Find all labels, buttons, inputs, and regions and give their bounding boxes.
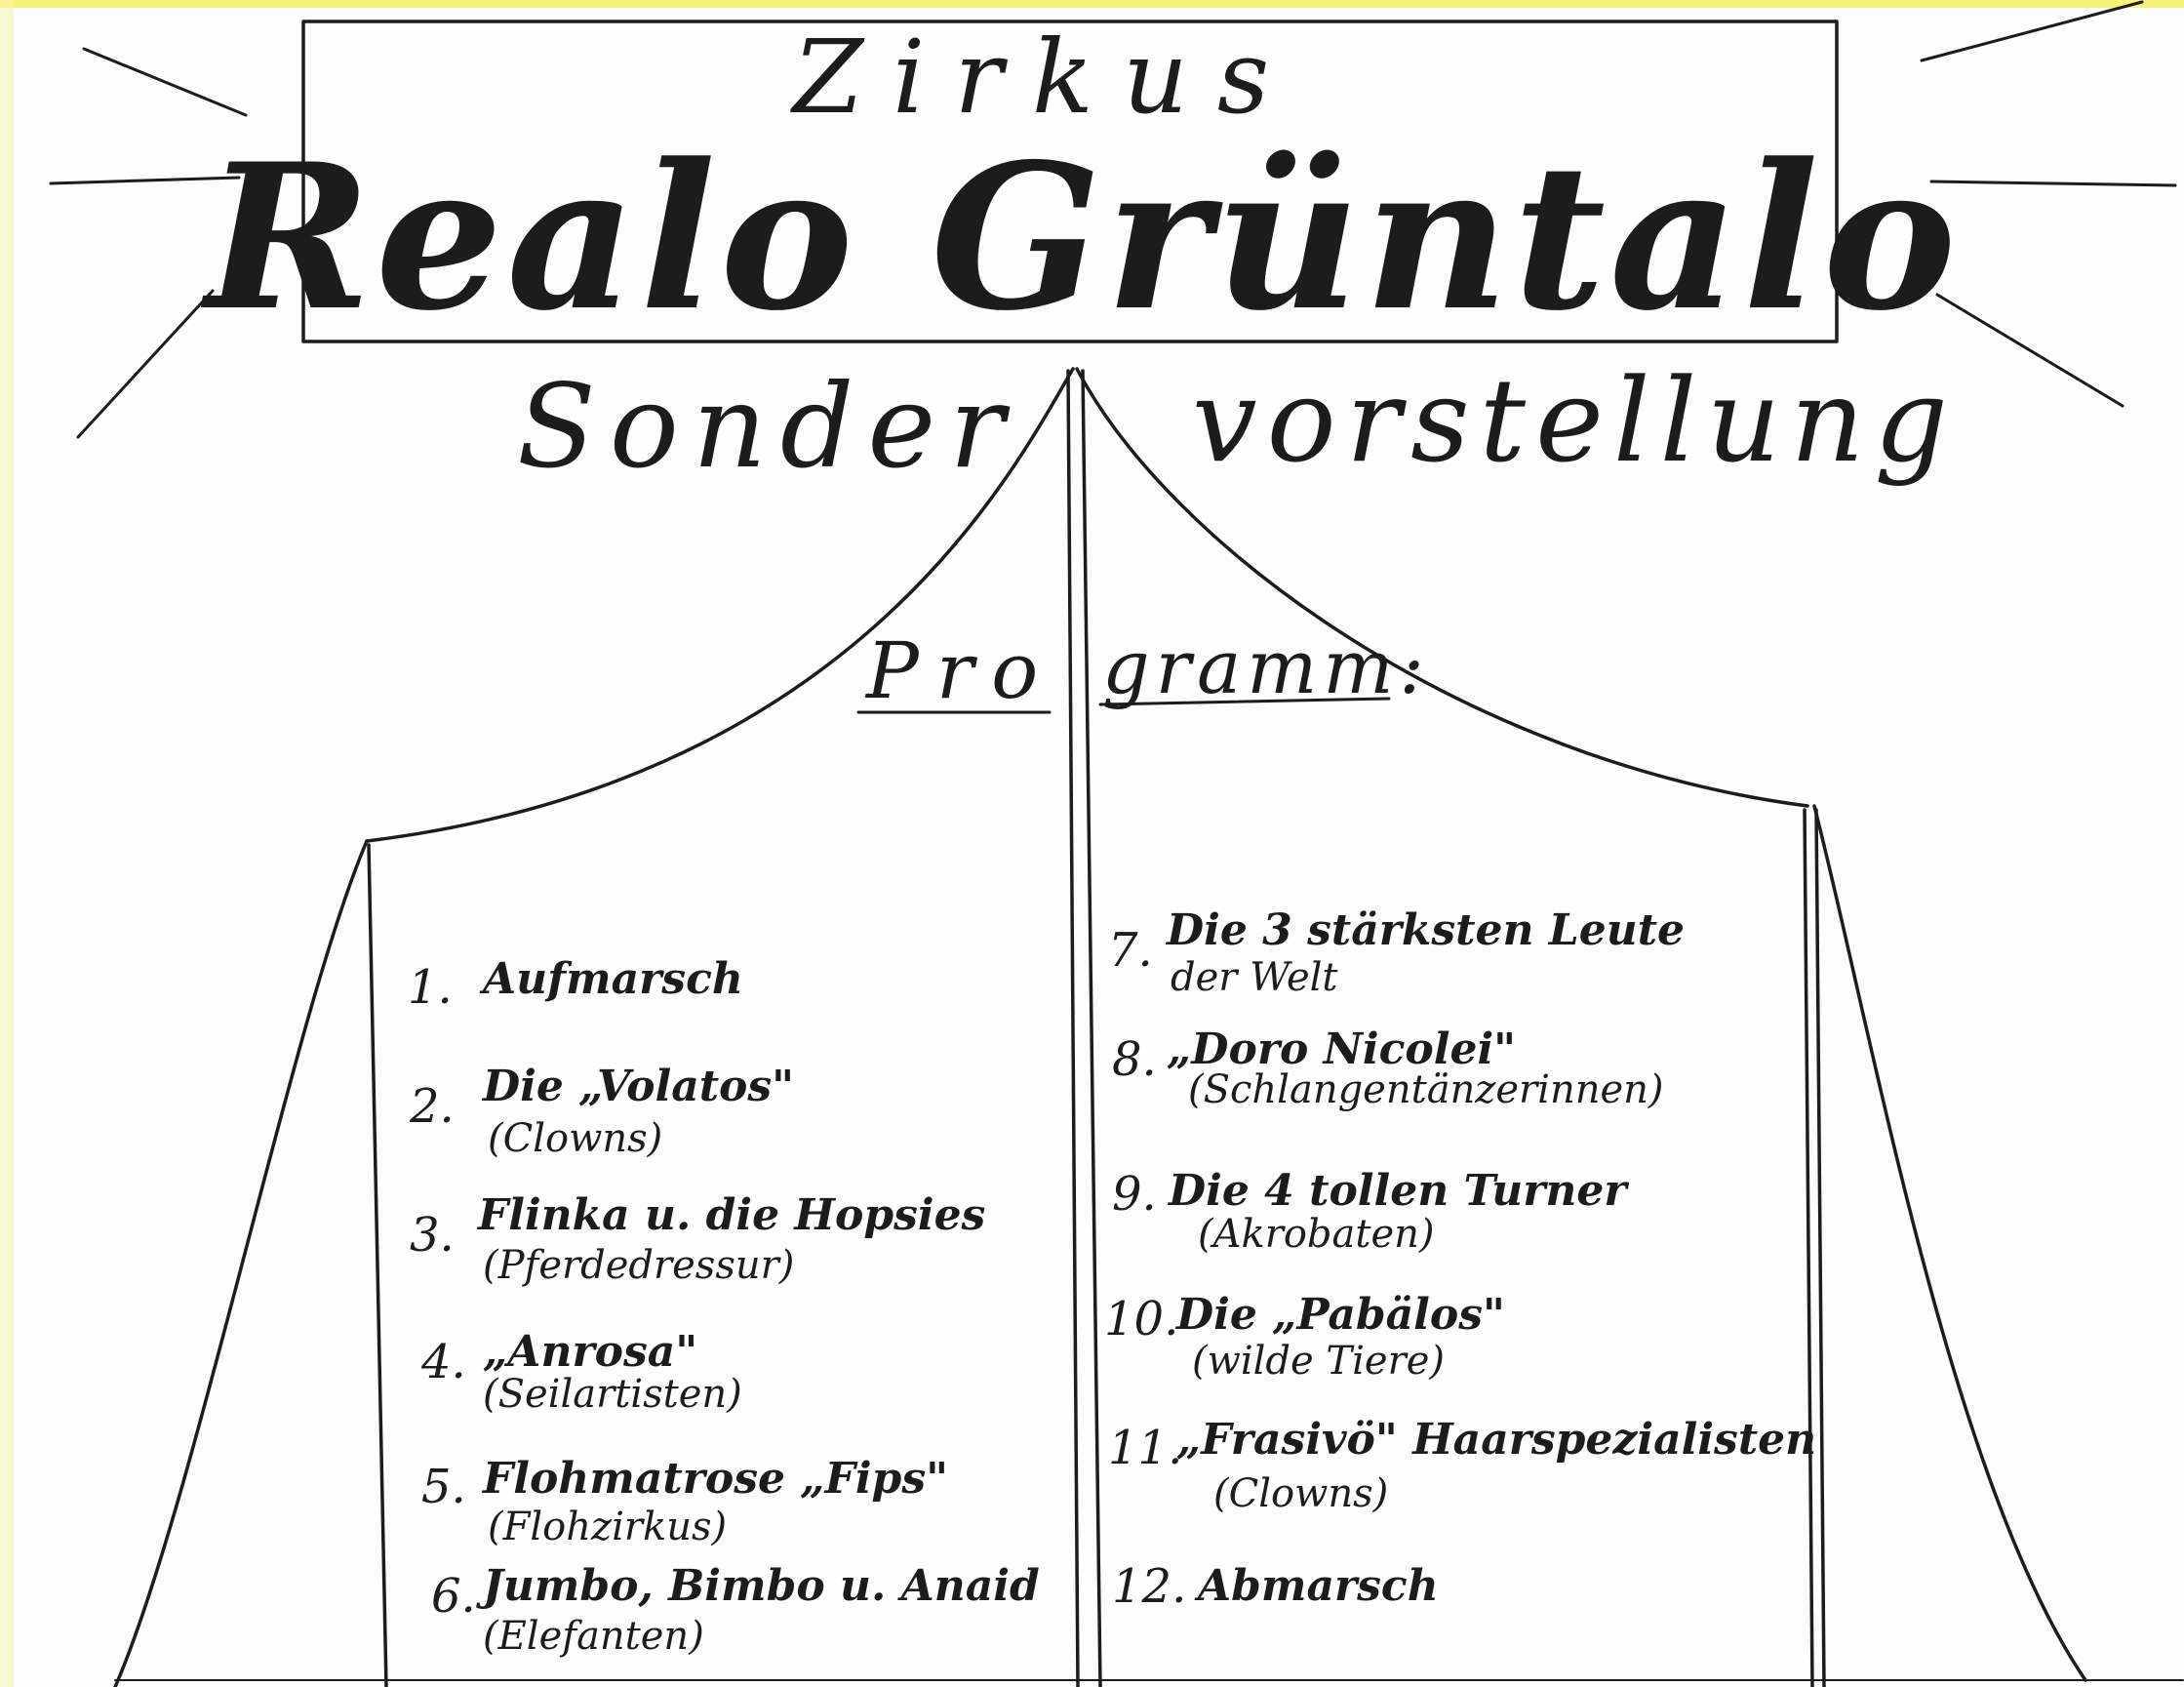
tent-roof-left <box>365 367 1075 843</box>
program-item-number: 8. <box>1112 1032 1157 1087</box>
ray-left-3 <box>76 289 215 439</box>
program-item-number: 3. <box>410 1208 455 1263</box>
program-item: 2. Die „Volatos" (Clowns) <box>409 1062 794 1161</box>
program-item-number: 9. <box>1112 1167 1157 1222</box>
program-item-detail: (Pferdedressur) <box>483 1243 794 1288</box>
ray-left-2 <box>49 176 241 185</box>
tent-inner-left-post <box>367 843 388 1687</box>
tent-inner-right-post-b <box>1814 808 1826 1687</box>
program-item: 10.Die „Pabälos"(wilde Tiere) <box>1104 1290 1505 1384</box>
program-item-number: 11. <box>1108 1421 1182 1475</box>
program-item-title: Die „Volatos" <box>481 1062 794 1111</box>
tent-center-pole-right <box>1081 369 1102 1687</box>
tent-roof-right <box>1075 367 1809 808</box>
title-frame <box>301 20 1839 343</box>
program-item: 5. Flohmatrose „Fips"(Flohzirkus) <box>421 1454 948 1549</box>
program-item-detail: (Elefanten) <box>483 1614 704 1659</box>
program-item-number: 4. <box>420 1335 466 1389</box>
program-item-title: Die „Pabälos" <box>1174 1290 1505 1340</box>
program-item-title: Aufmarsch <box>479 954 743 1004</box>
program-item: 12.Abmarsch <box>1112 1559 1439 1614</box>
program-item-detail: (Flohzirkus) <box>488 1505 727 1549</box>
program-item-detail: (Schlangentänzerinnen) <box>1188 1067 1664 1112</box>
program-item-title: Die 4 tollen Turner <box>1167 1166 1629 1216</box>
program-item-title: Jumbo, Bimbo u. Anaid <box>476 1561 1040 1611</box>
tent-side-left <box>113 839 369 1687</box>
heading-circus-name: Realo Grüntalo <box>201 121 1961 355</box>
program-item-detail: der Welt <box>1171 955 1338 1000</box>
program-item: 4. „Anrosa"(Seilartisten) <box>420 1327 742 1417</box>
tent-center-pole-left <box>1066 369 1080 1687</box>
ray-left-1 <box>82 47 248 117</box>
program-item: 6.Jumbo, Bimbo u. Anaid(Elefanten) <box>431 1561 1040 1659</box>
program-item: 1. Aufmarsch <box>408 954 743 1015</box>
program-item-number: 6. <box>431 1569 476 1624</box>
program-title-right: gramm: <box>1102 623 1430 710</box>
program-item-number: 10. <box>1104 1292 1178 1346</box>
ray-right-1 <box>1920 0 2144 62</box>
tent-side-right <box>1812 804 2087 1682</box>
program-item-title: „Doro Nicolei" <box>1167 1024 1516 1074</box>
program-title-left: Pro <box>864 625 1055 716</box>
ray-right-3 <box>1935 293 2124 408</box>
program-item: 11.„Frasivö" Haarspezialisten (Clowns) <box>1108 1415 1816 1516</box>
tent-outline <box>113 367 2184 1687</box>
program-item-title: Abmarsch <box>1194 1561 1439 1611</box>
program-item-number: 1. <box>408 960 453 1015</box>
program-item-detail: (Clowns) <box>1213 1471 1388 1516</box>
highlighter-strip-left <box>0 0 14 1687</box>
program-item-detail: (Clowns) <box>488 1116 662 1161</box>
program-item: 9.Die 4 tollen Turner(Akrobaten) <box>1112 1166 1629 1257</box>
program-item-number: 12. <box>1112 1559 1186 1614</box>
ray-strokes-right <box>1920 0 2177 408</box>
ray-strokes-left <box>49 47 248 439</box>
program-title-right-underline <box>1098 697 1391 706</box>
program-item-title: „Frasivö" Haarspezialisten <box>1176 1415 1816 1465</box>
tent-inner-right-post-a <box>1803 808 1814 1687</box>
program-item-title: Flinka u. die Hopsies <box>476 1190 985 1240</box>
heading-top-word: Zirkus <box>790 18 1299 137</box>
program-item-detail: (Akrobaten) <box>1198 1212 1435 1257</box>
program-item-number: 2. <box>409 1079 455 1134</box>
program-item-title: Flohmatrose „Fips" <box>481 1454 948 1504</box>
ray-right-2 <box>1929 180 2177 187</box>
program-item-title: Die 3 stärksten Leute <box>1165 905 1685 955</box>
program-list: 1. Aufmarsch 2. Die „Volatos" (Clowns) 3. Flin… <box>408 905 1816 1659</box>
subtitle-left: Sonder <box>517 359 1018 494</box>
program-item: 3. Flinka u. die Hopsies(Pferdedressur) <box>410 1190 985 1288</box>
highlighter-strip-top <box>0 0 2184 8</box>
program-item-title: „Anrosa" <box>483 1327 697 1377</box>
subtitle-right: vorstellung <box>1192 353 1958 488</box>
program-item: 8.„Doro Nicolei"(Schlangentänzerinnen) <box>1112 1024 1664 1112</box>
program-item-detail: (Seilartisten) <box>483 1372 742 1417</box>
program-item-number: 7. <box>1108 923 1153 978</box>
program-item-detail: (wilde Tiere) <box>1192 1339 1445 1384</box>
program-item-number: 5. <box>421 1460 466 1514</box>
